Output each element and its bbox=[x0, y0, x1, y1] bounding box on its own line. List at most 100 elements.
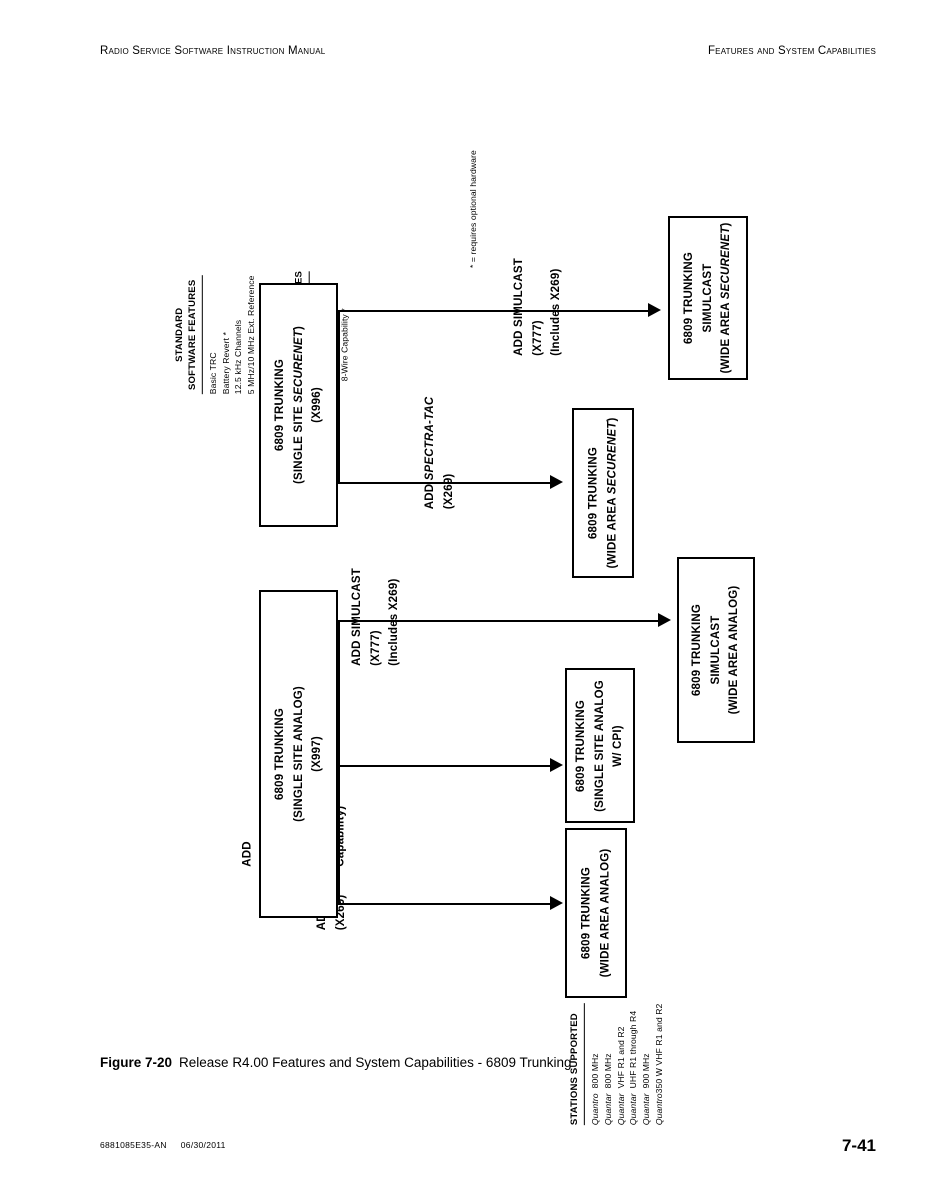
edge-label-line: ADD bbox=[241, 841, 254, 867]
figure-diagram: STANDARD SOFTWARE FEATURES Basic TRC Bat… bbox=[173, 150, 755, 1126]
legend-station-item: Quantar UHF R1 through R4 bbox=[627, 1004, 640, 1126]
edge-label-line: (X777) bbox=[531, 320, 544, 356]
legend-stations-supported: STATIONS SUPPORTED Quantro 800 MHz Quant… bbox=[568, 1003, 666, 1126]
connector-to-simulcast-analog bbox=[338, 620, 660, 622]
station-model: Quantro bbox=[654, 1093, 665, 1126]
header-left-title: Radio Service Software Instruction Manua… bbox=[100, 45, 326, 57]
node-single-site-analog-cpi[interactable]: 6809 TRUNKING (SINGLE SITE ANALOG W/ CPI… bbox=[565, 668, 635, 823]
station-desc: VHF R1 and R2 bbox=[615, 1026, 626, 1089]
legend-station-item: Quantro350 W VHF R1 and R2 bbox=[653, 1004, 666, 1126]
edge-label-line: ADD SPECTRA-TAC bbox=[421, 397, 440, 510]
footer-page-number: 7-41 bbox=[841, 1136, 876, 1155]
legend-optional-item: 8-Wire Capability * bbox=[340, 308, 351, 382]
station-model: Quantar bbox=[628, 1093, 639, 1126]
node-wide-area-analog[interactable]: 6809 TRUNKING (WIDE AREA ANALOG) bbox=[565, 828, 627, 998]
station-model: Quantar bbox=[602, 1093, 613, 1126]
legend-station-item: Quantro 800 MHz bbox=[589, 1004, 602, 1126]
node-wide-area-securenet[interactable]: 6809 TRUNKING (WIDE AREA SECURENET) bbox=[572, 408, 634, 578]
arrowhead-to-single-site-analog-cpi bbox=[550, 758, 563, 772]
arrowhead-to-wide-area-securenet bbox=[550, 475, 563, 489]
legend-standard-item: 5 MHz/10 MHz Ext. Reference bbox=[246, 275, 257, 395]
node-label-italic: SECURENET bbox=[720, 226, 733, 300]
station-desc: 900 MHz bbox=[641, 1053, 652, 1089]
node-label-line: (WIDE AREA ANALOG) bbox=[599, 848, 611, 978]
edge-label-simulcast-securenet: ADD SIMULCAST (X777) (Includes X269) bbox=[510, 258, 566, 356]
edge-label-option: SPECTRA-TAC bbox=[423, 396, 436, 481]
edge-label-line: (Includes X269) bbox=[550, 268, 563, 356]
node-label: 6809 TRUNKING SIMULCAST (WIDE AREA SECUR… bbox=[680, 223, 736, 374]
node-wide-area-securenet-simulcast[interactable]: 6809 TRUNKING SIMULCAST (WIDE AREA SECUR… bbox=[668, 216, 748, 380]
connector-to-wide-area-analog bbox=[338, 903, 552, 905]
node-single-site-securenet[interactable]: 6809 TRUNKING (SINGLE SITE SECURENET) (X… bbox=[259, 283, 338, 527]
station-model: Quantro bbox=[589, 1093, 600, 1126]
node-label-prefix: (WIDE AREA bbox=[606, 494, 618, 569]
edge-label-line: ADD SIMULCAST bbox=[351, 568, 364, 666]
legend-standard-item: Basic TRC bbox=[207, 352, 218, 395]
footer-document-id: 6881085E35-AN 06/30/2011 bbox=[100, 1140, 226, 1150]
legend-standard-title-line2: SOFTWARE FEATURES bbox=[186, 279, 198, 390]
connector-to-simulcast-securenet bbox=[338, 310, 650, 312]
station-desc: 350 W VHF R1 and R2 bbox=[654, 1003, 665, 1094]
node-label-line: SIMULCAST bbox=[701, 263, 714, 333]
node-label: 6809 TRUNKING (WIDE AREA SECURENET) bbox=[584, 418, 621, 569]
node-label-line: 6809 TRUNKING bbox=[683, 251, 696, 345]
node-label: 6809 TRUNKING (SINGLE SITE ANALOG) (X997… bbox=[271, 686, 327, 822]
node-label: 6809 TRUNKING (SINGLE SITE SECURENET) (X… bbox=[271, 326, 327, 484]
legend-station-item: Quantar VHF R1 and R2 bbox=[614, 1004, 627, 1126]
node-label: 6809 TRUNKING (SINGLE SITE ANALOG W/ CPI… bbox=[572, 680, 628, 812]
figure-title: Release R4.00 Features and System Capabi… bbox=[179, 1055, 572, 1070]
node-label-line: 6809 TRUNKING bbox=[273, 707, 286, 801]
footer-date: 06/30/2011 bbox=[180, 1140, 226, 1150]
edge-label-spectratac-securenet: ADD SPECTRA-TAC (X269) bbox=[421, 397, 458, 510]
connector-to-single-site-analog-cpi bbox=[338, 765, 552, 767]
node-label-italic: SECURENET bbox=[292, 330, 305, 403]
station-desc: 800 MHz bbox=[589, 1053, 600, 1089]
legend-standard-features: STANDARD SOFTWARE FEATURES Basic TRC Bat… bbox=[173, 275, 258, 395]
arrowhead-to-wide-area-analog bbox=[550, 896, 563, 910]
footer-doc-number: 6881085E35-AN bbox=[100, 1140, 167, 1150]
edge-label-line: (X269) bbox=[442, 473, 455, 510]
node-label-line: (WIDE AREA SECURENET) bbox=[603, 418, 622, 569]
edge-label-line: ADD SIMULCAST bbox=[513, 258, 526, 356]
connector-securenet-trunk bbox=[338, 310, 340, 482]
node-label-line: (SINGLE SITE ANALOG bbox=[593, 679, 606, 812]
legend-station-item: Quantar 800 MHz bbox=[602, 1004, 615, 1126]
legend-station-item: Quantar 900 MHz bbox=[640, 1004, 653, 1126]
node-label-line: (WIDE AREA ANALOG) bbox=[728, 585, 741, 715]
node-label-line: (X996) bbox=[310, 387, 323, 423]
edge-label-prefix: ADD bbox=[423, 480, 436, 510]
node-label-line: (SINGLE SITE SECURENET) bbox=[289, 326, 308, 484]
legend-standard-title-line1: STANDARD bbox=[173, 307, 185, 362]
node-label: 6809 TRUNKING SIMULCAST (WIDE AREA ANALO… bbox=[688, 586, 744, 715]
connector-to-wide-area-securenet bbox=[338, 482, 552, 484]
node-label: 6809 TRUNKING (WIDE AREA ANALOG) bbox=[577, 849, 614, 978]
edge-label-simulcast-analog: ADD SIMULCAST (X777) (Includes X269) bbox=[348, 568, 404, 666]
edge-label-line: (X777) bbox=[369, 630, 382, 666]
node-label-line: 6809 TRUNKING bbox=[273, 358, 286, 452]
legend-standard-item: 12.5 kHz Channels bbox=[233, 319, 244, 395]
figure-number: Figure 7-20 bbox=[100, 1055, 173, 1070]
node-label-line: 6809 TRUNKING bbox=[691, 603, 704, 697]
arrowhead-to-simulcast-analog bbox=[658, 613, 671, 627]
node-label-line: SIMULCAST bbox=[709, 615, 722, 685]
figure-caption: Figure 7-20 Release R4.00 Features and Sy… bbox=[100, 1055, 572, 1070]
node-label-line: W/ CPI) bbox=[612, 724, 625, 767]
station-desc: UHF R1 through R4 bbox=[628, 1010, 639, 1089]
node-label-suffix: ) bbox=[720, 222, 733, 227]
connector-analog-trunk bbox=[338, 620, 340, 903]
node-single-site-analog[interactable]: 6809 TRUNKING (SINGLE SITE ANALOG) (X997… bbox=[259, 590, 338, 918]
legend-standard-item: Battery Revert * bbox=[220, 331, 231, 395]
station-model: Quantar bbox=[615, 1093, 626, 1126]
node-label-prefix: (WIDE AREA bbox=[720, 299, 733, 374]
edge-label-line: (Includes X269) bbox=[388, 578, 401, 666]
node-label-line: (WIDE AREA SECURENET) bbox=[717, 223, 736, 374]
node-label-line: (SINGLE SITE ANALOG) bbox=[292, 686, 305, 822]
node-label-line: 6809 TRUNKING bbox=[587, 446, 600, 540]
node-label-line: 6809 TRUNKING bbox=[575, 699, 588, 792]
node-label-suffix: ) bbox=[292, 326, 305, 331]
station-model: Quantar bbox=[641, 1093, 652, 1126]
station-desc: 800 MHz bbox=[602, 1053, 613, 1089]
legend-footnote: * = requires optional hardware bbox=[468, 150, 478, 268]
node-wide-area-analog-simulcast[interactable]: 6809 TRUNKING SIMULCAST (WIDE AREA ANALO… bbox=[677, 557, 755, 743]
